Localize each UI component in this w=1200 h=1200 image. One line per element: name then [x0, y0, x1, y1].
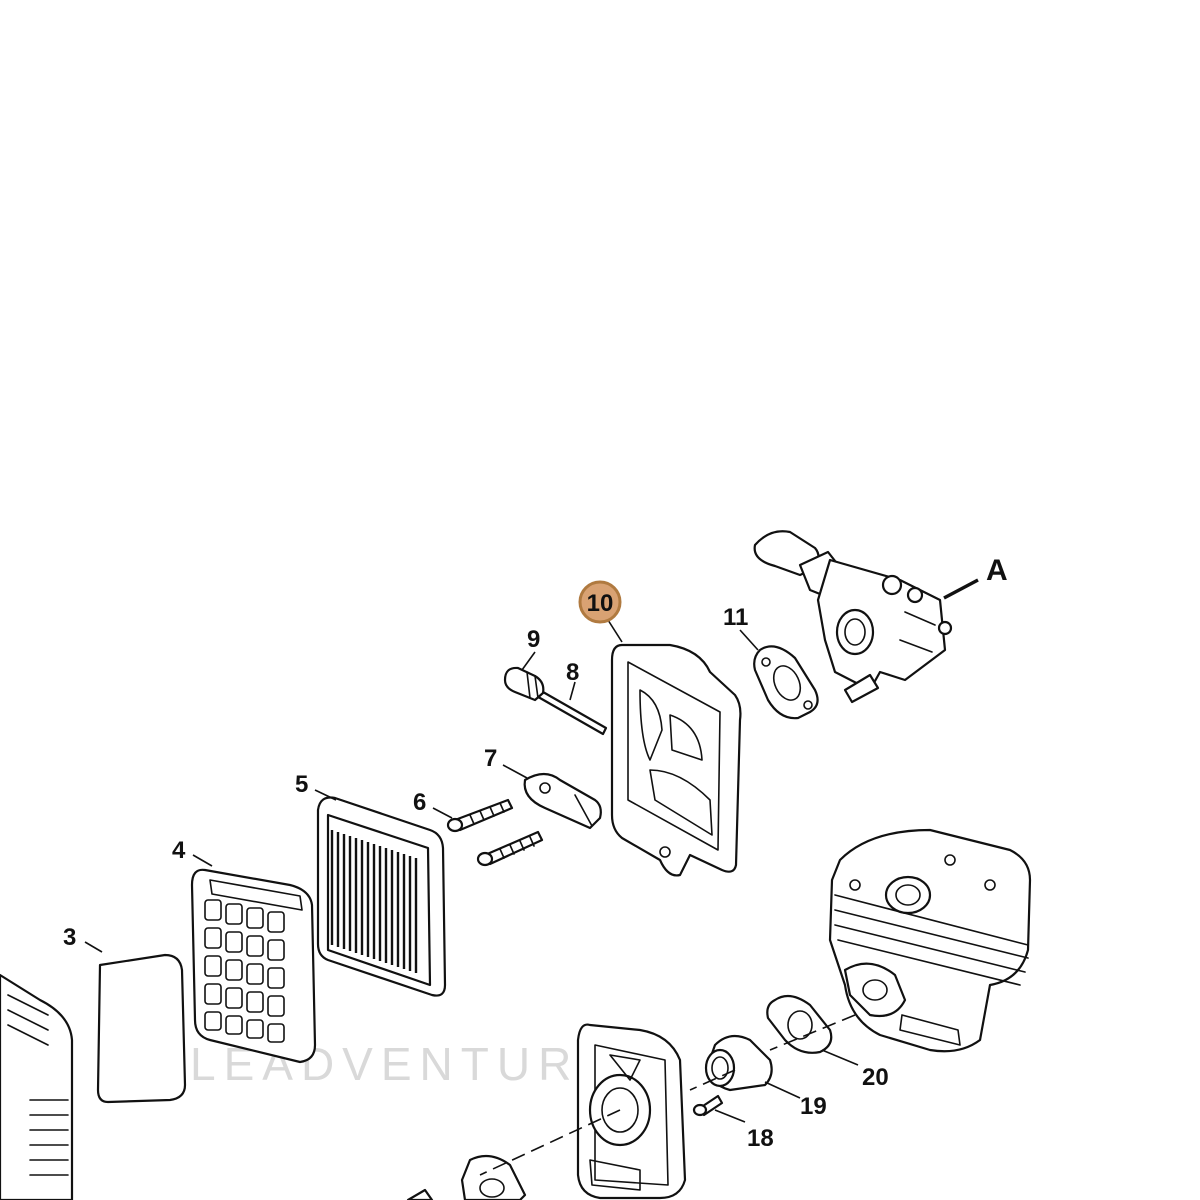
lower-filter-base — [576, 1023, 687, 1200]
callout-18: 18 — [747, 1125, 774, 1152]
callout-4: 4 — [172, 837, 186, 864]
cylinder — [828, 828, 1032, 1053]
callout-a: A — [986, 554, 1008, 587]
callout-20: 20 — [862, 1064, 889, 1091]
carburetor-assembly-a — [753, 530, 953, 704]
callout-5: 5 — [295, 771, 308, 798]
callout-11: 11 — [723, 604, 748, 631]
callout-8: 8 — [566, 659, 579, 686]
callout-7: 7 — [484, 745, 497, 772]
part-19-manifold — [704, 1034, 773, 1092]
callout-3: 3 — [63, 924, 76, 951]
part-7-clip — [523, 772, 602, 830]
callout-10-highlight — [578, 580, 622, 624]
leader-lines — [84, 578, 979, 1123]
part-4-filter-cover — [190, 868, 317, 1064]
shroud-housing — [0, 973, 74, 1200]
part-20-gasket — [766, 994, 833, 1054]
part-9-fitting — [503, 666, 545, 702]
lower-gaskets — [406, 1154, 527, 1200]
part-6-screws — [446, 798, 544, 867]
callouts: 3 4 5 6 7 8 9 10 11 18 19 20 A — [63, 554, 1008, 1152]
part-5-air-filter — [316, 796, 447, 997]
part-18-screw — [692, 1094, 724, 1117]
part-10-filter-base — [610, 643, 742, 877]
callout-9: 9 — [527, 626, 540, 653]
part-8-rod — [531, 686, 608, 736]
part-11-gasket — [753, 645, 819, 720]
assembly-lines — [479, 1014, 856, 1176]
callout-10: 10 — [587, 590, 614, 617]
part-3-pad — [96, 953, 187, 1104]
callout-19: 19 — [800, 1093, 827, 1120]
callout-6: 6 — [413, 789, 426, 816]
